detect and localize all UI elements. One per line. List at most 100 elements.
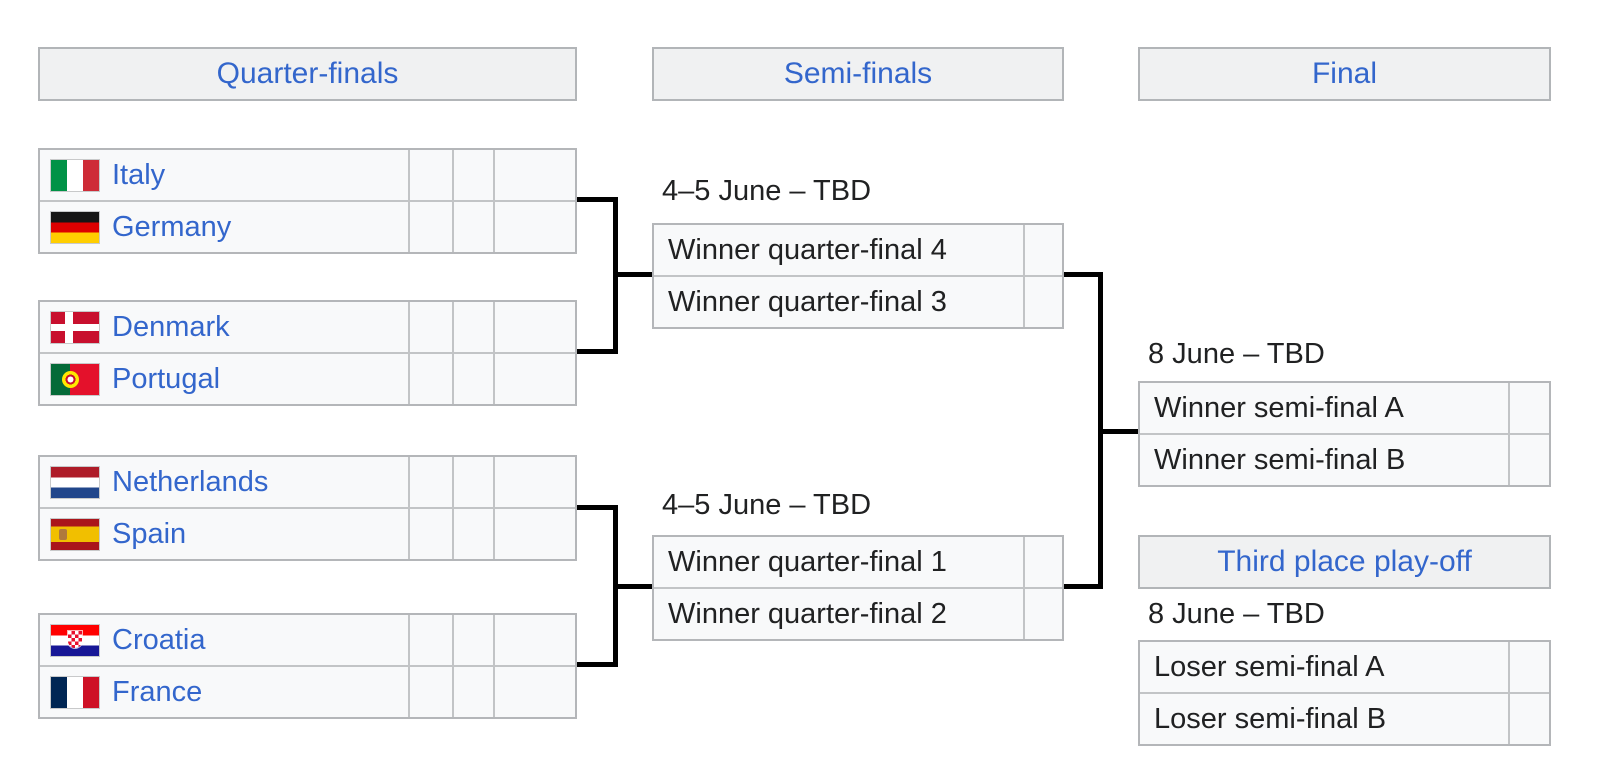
score-cell <box>493 150 575 200</box>
placeholder-team: Winner quarter-final 2 <box>668 597 947 630</box>
match-quarter-final-italy-germany: Italy Germany <box>38 148 577 254</box>
team-row: Winner quarter-final 1 <box>654 537 1062 587</box>
team-link-spain[interactable]: Spain <box>112 517 187 550</box>
match-quarter-final-croatia-france: Croatia France <box>38 613 577 719</box>
team-row: Loser semi-final A <box>1140 642 1549 692</box>
score-cell <box>452 457 493 507</box>
team-cell: Winner semi-final A <box>1140 383 1508 433</box>
round-header-third-place: Third place play-off <box>1138 535 1551 589</box>
team-link-denmark[interactable]: Denmark <box>112 310 230 343</box>
score-cell <box>493 302 575 352</box>
team-row: Winner quarter-final 3 <box>654 275 1062 327</box>
score-cell <box>493 667 575 717</box>
team-cell: Winner semi-final B <box>1140 435 1508 485</box>
placeholder-team: Winner quarter-final 1 <box>668 545 947 578</box>
score-cell <box>1508 642 1549 692</box>
third-place-link[interactable]: Third place play-off <box>1217 545 1472 578</box>
quarter-finals-link[interactable]: Quarter-finals <box>216 57 399 90</box>
score-cell <box>493 509 575 559</box>
denmark-flag-icon <box>50 310 100 344</box>
team-cell: Croatia <box>40 615 408 665</box>
score-cell <box>408 354 452 404</box>
bracket-connector-line <box>613 505 618 667</box>
score-cell <box>493 202 575 252</box>
bracket-connector-line <box>618 584 652 589</box>
team-cell: Portugal <box>40 354 408 404</box>
bracket-connector-line <box>1103 429 1138 434</box>
team-row: Italy <box>40 150 575 200</box>
round-header-final: Final <box>1138 47 1551 101</box>
score-cell <box>452 302 493 352</box>
team-link-netherlands[interactable]: Netherlands <box>112 465 269 498</box>
team-link-germany[interactable]: Germany <box>112 210 232 243</box>
score-cell <box>408 509 452 559</box>
third-place-date: 8 June – TBD <box>1148 598 1325 630</box>
semi-final-b-date: 4–5 June – TBD <box>662 489 872 521</box>
bracket-connector-line <box>1098 272 1103 589</box>
team-row: France <box>40 665 575 717</box>
team-cell: Denmark <box>40 302 408 352</box>
bracket-connector-line <box>618 272 652 277</box>
team-link-italy[interactable]: Italy <box>112 158 166 191</box>
bracket-connector-line <box>613 197 618 354</box>
bracket-connector-line <box>1064 584 1103 589</box>
placeholder-team: Winner quarter-final 3 <box>668 285 947 318</box>
score-cell <box>1023 225 1062 275</box>
match-quarter-final-denmark-portugal: Denmark Portugal <box>38 300 577 406</box>
team-cell: France <box>40 667 408 717</box>
team-row: Denmark <box>40 302 575 352</box>
score-cell <box>1508 383 1549 433</box>
round-header-semi-finals: Semi-finals <box>652 47 1064 101</box>
team-cell: Winner quarter-final 2 <box>654 589 1023 639</box>
team-row: Winner semi-final B <box>1140 433 1549 485</box>
round-header-quarter-finals: Quarter-finals <box>38 47 577 101</box>
team-cell: Winner quarter-final 4 <box>654 225 1023 275</box>
spain-flag-icon <box>50 517 100 551</box>
team-row: Portugal <box>40 352 575 404</box>
score-cell <box>493 615 575 665</box>
team-row: Germany <box>40 200 575 252</box>
match-quarter-final-netherlands-spain: Netherlands Spain <box>38 455 577 561</box>
team-row: Netherlands <box>40 457 575 507</box>
final-link[interactable]: Final <box>1311 57 1378 90</box>
score-cell <box>1508 435 1549 485</box>
final-date: 8 June – TBD <box>1148 338 1325 370</box>
france-flag-icon <box>50 675 100 709</box>
placeholder-team: Loser semi-final B <box>1154 702 1387 735</box>
bracket-connector-line <box>577 662 618 667</box>
placeholder-team: Winner semi-final B <box>1154 443 1406 476</box>
score-cell <box>452 615 493 665</box>
score-cell <box>408 150 452 200</box>
semi-finals-link[interactable]: Semi-finals <box>783 57 933 90</box>
bracket-connector-line <box>577 349 618 354</box>
score-cell <box>1023 277 1062 327</box>
score-cell <box>452 150 493 200</box>
netherlands-flag-icon <box>50 465 100 499</box>
score-cell <box>452 202 493 252</box>
score-cell <box>493 354 575 404</box>
score-cell <box>408 667 452 717</box>
team-row: Spain <box>40 507 575 559</box>
team-row: Winner quarter-final 2 <box>654 587 1062 639</box>
match-semi-final-a: Winner quarter-final 4 Winner quarter-fi… <box>652 223 1064 329</box>
match-final: Winner semi-final A Winner semi-final B <box>1138 381 1551 487</box>
bracket-connector-line <box>577 197 618 202</box>
team-link-france[interactable]: France <box>112 675 203 708</box>
team-cell: Germany <box>40 202 408 252</box>
score-cell <box>408 615 452 665</box>
placeholder-team: Loser semi-final A <box>1154 650 1385 683</box>
team-cell: Winner quarter-final 1 <box>654 537 1023 587</box>
semi-final-a-date: 4–5 June – TBD <box>662 175 872 207</box>
score-cell <box>408 457 452 507</box>
portugal-flag-icon <box>50 362 100 396</box>
team-link-croatia[interactable]: Croatia <box>112 623 206 656</box>
match-semi-final-b: Winner quarter-final 1 Winner quarter-fi… <box>652 535 1064 641</box>
team-cell: Loser semi-final A <box>1140 642 1508 692</box>
score-cell <box>408 202 452 252</box>
team-link-portugal[interactable]: Portugal <box>112 362 221 395</box>
team-cell: Winner quarter-final 3 <box>654 277 1023 327</box>
croatia-flag-icon <box>50 623 100 657</box>
score-cell <box>1023 589 1062 639</box>
team-row: Croatia <box>40 615 575 665</box>
